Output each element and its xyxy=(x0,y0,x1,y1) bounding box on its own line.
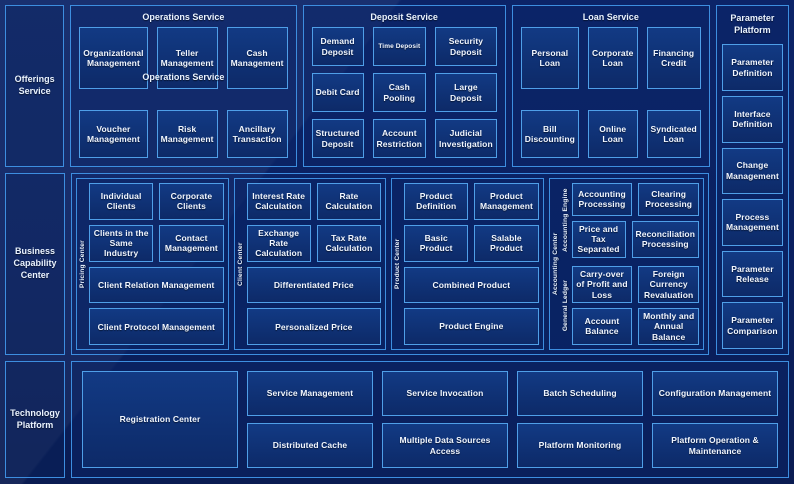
group-loan-service[interactable]: Loan Service Personal Loan Corporate Loa… xyxy=(511,5,710,167)
item-financing-credit[interactable]: Financing Credit xyxy=(646,27,701,89)
item-service-management[interactable]: Service Management xyxy=(246,371,373,416)
column-client-center[interactable]: Client Center Interest Rate Calculation … xyxy=(233,178,387,350)
vertical-label-general-ledger: General Ledger xyxy=(561,279,569,332)
item-bill-discounting[interactable]: Bill Discounting xyxy=(520,110,579,158)
vertical-label-product-center: Product Center xyxy=(394,238,402,290)
technology-platform-content: Registration Center Service Management D… xyxy=(71,361,789,478)
item-personalized-price[interactable]: Personalized Price xyxy=(246,308,382,345)
item-accounting-processing[interactable]: Accounting Processing xyxy=(571,183,633,216)
item-judicial-investigation[interactable]: Judicial Investigation xyxy=(435,119,497,158)
item-multiple-data-sources-access[interactable]: Multiple Data Sources Access xyxy=(381,423,508,468)
item-risk-management[interactable]: Risk Management xyxy=(156,110,218,158)
item-rate-calculation[interactable]: Rate Calculation xyxy=(316,183,382,220)
group-title-loan-service: Loan Service xyxy=(582,12,639,22)
item-client-protocol-management[interactable]: Client Protocol Management xyxy=(89,308,224,345)
tech-column-1: Service Management Distributed Cache xyxy=(246,371,373,468)
item-interest-rate-calculation[interactable]: Interest Rate Calculation xyxy=(246,183,311,220)
item-clients-same-industry[interactable]: Clients in the Same Industry xyxy=(89,224,154,262)
item-parameter-definition[interactable]: Parameter Definition xyxy=(721,44,783,91)
item-product-management[interactable]: Product Management xyxy=(474,183,539,220)
offerings-service-row: Offerings Service Operations Service Org… xyxy=(5,5,789,355)
item-differentiated-price[interactable]: Differentiated Price xyxy=(246,266,382,304)
vertical-label-client-center: Client Center xyxy=(236,242,244,286)
item-price-and-tax-separated[interactable]: Price and Tax Separated xyxy=(571,220,626,258)
item-personal-loan[interactable]: Personal Loan xyxy=(520,27,579,89)
tech-column-3: Batch Scheduling Platform Monitoring xyxy=(517,371,644,468)
item-account-balance[interactable]: Account Balance xyxy=(571,307,633,345)
item-process-management[interactable]: Process Management xyxy=(721,199,783,246)
item-platform-operation-maintenance[interactable]: Platform Operation & Maintenance xyxy=(652,423,779,468)
item-reconciliation-processing[interactable]: Reconciliation Processing xyxy=(631,220,700,258)
item-ancillary-transaction[interactable]: Ancillary Transaction xyxy=(226,110,288,158)
item-platform-monitoring[interactable]: Platform Monitoring xyxy=(517,423,644,468)
group-operations-service[interactable]: Operations Service Organizational Manage… xyxy=(70,5,297,167)
parameter-platform-title: Parameter Platform xyxy=(730,13,775,36)
item-corporate-loan[interactable]: Corporate Loan xyxy=(587,27,638,89)
vertical-label-pricing-center: Pricing Center xyxy=(79,240,86,288)
item-debit-card[interactable]: Debit Card xyxy=(311,73,364,112)
item-teller-management[interactable]: Teller Management xyxy=(156,27,218,89)
item-basic-product[interactable]: Basic Product xyxy=(404,224,469,262)
rail-business-capability-center[interactable]: Business Capability Center xyxy=(5,173,65,355)
item-demand-deposit[interactable]: Demand Deposit xyxy=(311,27,364,66)
item-service-invocation[interactable]: Service Invocation xyxy=(381,371,508,416)
item-batch-scheduling[interactable]: Batch Scheduling xyxy=(517,371,644,416)
group-deposit-service[interactable]: Deposit Service Demand Deposit Time Depo… xyxy=(302,5,506,167)
item-syndicated-loan[interactable]: Syndicated Loan xyxy=(646,110,701,158)
tech-column-2: Service Invocation Multiple Data Sources… xyxy=(381,371,508,468)
item-cash-pooling[interactable]: Cash Pooling xyxy=(372,73,427,112)
item-product-engine[interactable]: Product Engine xyxy=(404,308,539,345)
item-security-deposit[interactable]: Security Deposit xyxy=(435,27,497,66)
rail-offerings-service[interactable]: Offerings Service xyxy=(5,5,65,167)
item-product-definition[interactable]: Product Definition xyxy=(404,183,469,220)
group-title-operations-service: Operations Service xyxy=(142,12,225,22)
item-contact-management[interactable]: Contact Management xyxy=(159,224,224,262)
item-organizational-management[interactable]: Organizational Management xyxy=(79,27,148,89)
column-pricing-center[interactable]: Pricing Center Individual Clients Corpor… xyxy=(76,178,229,350)
tech-column-4: Configuration Management Platform Operat… xyxy=(652,371,779,468)
item-cash-management[interactable]: Cash Management xyxy=(226,27,288,89)
item-tax-rate-calculation[interactable]: Tax Rate Calculation xyxy=(316,224,382,262)
business-capability-content: Pricing Center Individual Clients Corpor… xyxy=(71,173,709,355)
column-accounting-center[interactable]: Accounting Center Accounting Engine Acco… xyxy=(548,178,705,350)
item-interface-definition[interactable]: Interface Definition xyxy=(721,95,783,143)
block-accounting-engine: Accounting Engine Accounting Processing … xyxy=(561,183,700,258)
item-parameter-comparison[interactable]: Parameter Comparison xyxy=(721,302,783,350)
grid-loan-service: Personal Loan Corporate Loan Financing C… xyxy=(520,27,701,158)
grid-deposit-service: Demand Deposit Time Deposit Security Dep… xyxy=(311,27,497,158)
group-title-deposit-service: Deposit Service xyxy=(370,12,438,22)
item-exchange-rate-calculation[interactable]: Exchange Rate Calculation xyxy=(246,224,311,262)
item-time-deposit[interactable]: Time Deposit xyxy=(372,27,427,66)
item-large-deposit[interactable]: Large Deposit xyxy=(435,73,497,112)
item-foreign-currency-revaluation[interactable]: Foreign Currency Revaluation xyxy=(638,265,700,303)
rail-parameter-platform[interactable]: Parameter Platform Parameter Definition … xyxy=(715,5,789,355)
item-change-management[interactable]: Change Management xyxy=(721,147,783,195)
item-voucher-management[interactable]: Voucher Management xyxy=(79,110,148,158)
item-combined-product[interactable]: Combined Product xyxy=(404,266,539,304)
item-monthly-annual-balance[interactable]: Monthly and Annual Balance xyxy=(638,307,700,345)
block-general-ledger: General Ledger Carry-over of Profit and … xyxy=(561,265,700,345)
item-clearing-processing[interactable]: Clearing Processing xyxy=(638,183,700,216)
vertical-label-accounting-center: Accounting Center xyxy=(551,232,559,296)
item-structured-deposit[interactable]: Structured Deposit xyxy=(311,119,364,158)
item-salable-product[interactable]: Salable Product xyxy=(474,224,539,262)
item-online-loan[interactable]: Online Loan xyxy=(587,110,638,158)
item-configuration-management[interactable]: Configuration Management xyxy=(652,371,779,416)
item-distributed-cache[interactable]: Distributed Cache xyxy=(246,423,373,468)
item-corporate-clients[interactable]: Corporate Clients xyxy=(159,183,224,220)
item-carry-over-profit-loss[interactable]: Carry-over of Profit and Loss xyxy=(571,265,633,303)
business-capability-row: Business Capability Center Pricing Cente… xyxy=(5,173,789,355)
column-product-center[interactable]: Product Center Product Definition Produc… xyxy=(391,178,544,350)
item-account-restriction[interactable]: Account Restriction xyxy=(372,119,427,158)
item-individual-clients[interactable]: Individual Clients xyxy=(89,183,154,220)
rail-technology-platform[interactable]: Technology Platform xyxy=(5,361,65,478)
technology-platform-row: Technology Platform Registration Center … xyxy=(5,361,789,478)
item-client-relation-management[interactable]: Client Relation Management xyxy=(89,266,224,304)
vertical-label-accounting-engine: Accounting Engine xyxy=(561,188,569,253)
item-registration-center[interactable]: Registration Center xyxy=(82,371,238,468)
grid-operations-service: Organizational Management Teller Managem… xyxy=(79,27,288,158)
item-parameter-release[interactable]: Parameter Release xyxy=(721,250,783,298)
